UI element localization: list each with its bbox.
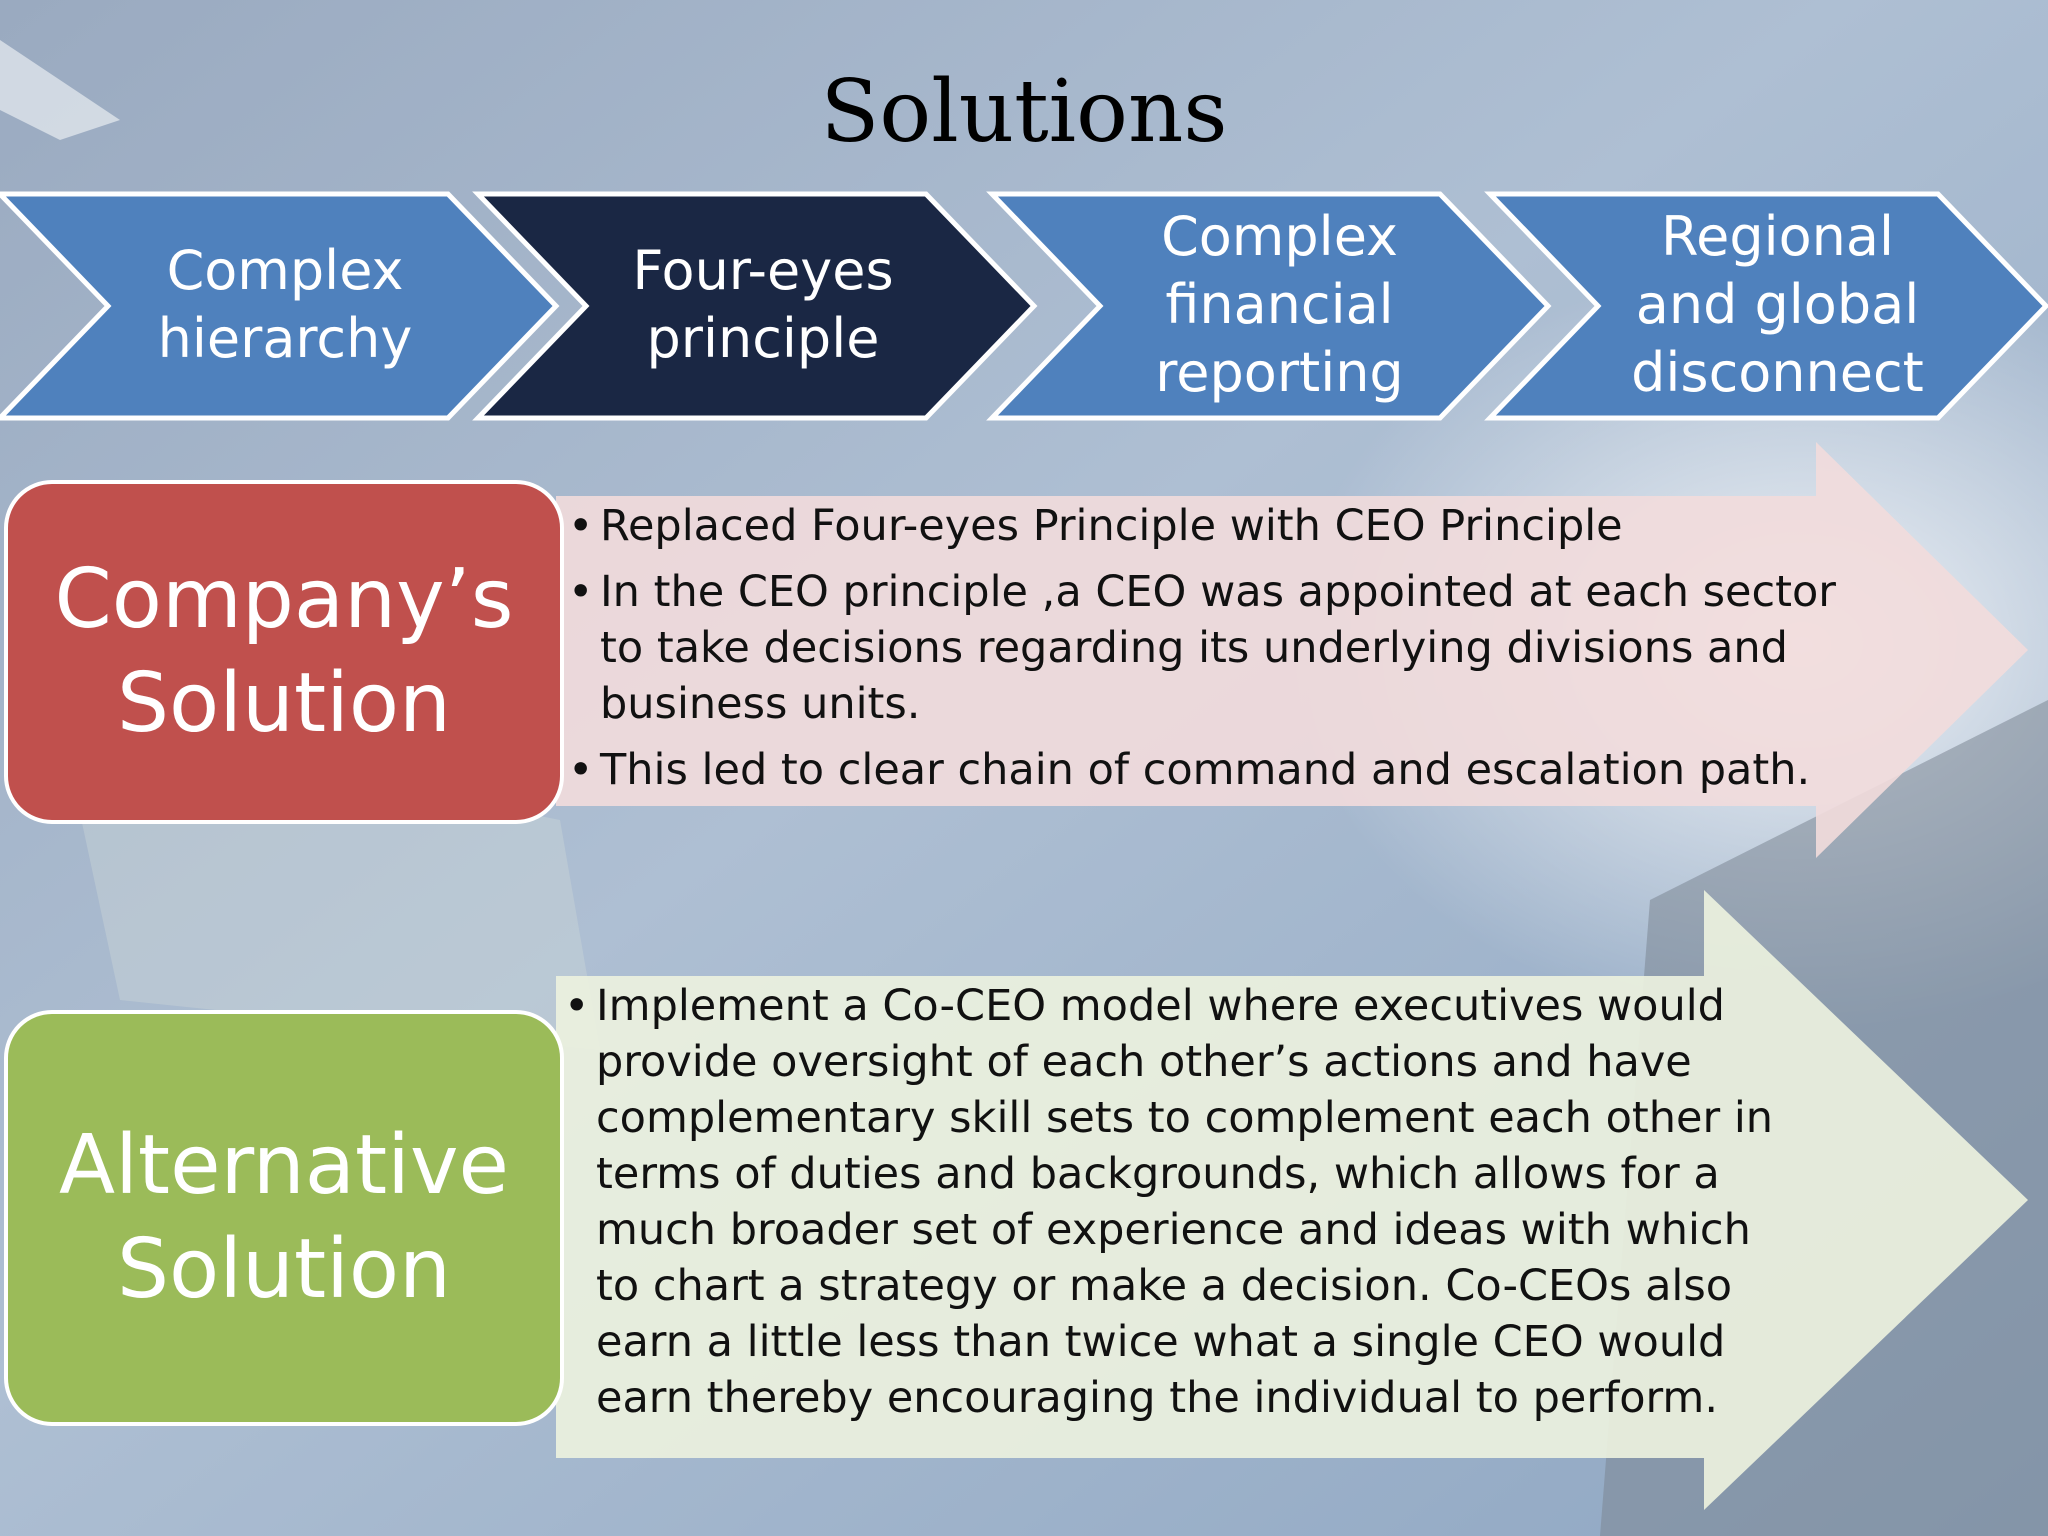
step-label-four-eyes: Four-eyes principle — [632, 239, 894, 370]
chevron-step-2 — [472, 191, 1038, 421]
bullet-item: In the CEO principle ,a CEO was appointe… — [566, 564, 1876, 732]
company-solution-label: Company’s Solution — [4, 480, 564, 824]
alternative-solution-bullets: Implement a Co-CEO model where executive… — [562, 978, 1792, 1436]
bullet-item: This led to clear chain of command and e… — [566, 742, 1876, 798]
company-solution-bullets: Replaced Four-eyes Principle with CEO Pr… — [566, 498, 1876, 808]
step-label-regional-global: Regional and global disconnect — [1631, 205, 1924, 404]
chevron-step-1 — [0, 191, 560, 421]
chevron-step-4 — [1484, 191, 2048, 421]
step-label-financial-reporting: Complex financial reporting — [1155, 205, 1404, 404]
bullet-item: Replaced Four-eyes Principle with CEO Pr… — [566, 498, 1876, 554]
chevron-step-3 — [986, 191, 1552, 421]
slide-title: Solutions — [820, 62, 1228, 162]
alternative-solution-label: Alternative Solution — [4, 1010, 564, 1426]
bullet-item: Implement a Co-CEO model where executive… — [562, 978, 1792, 1426]
step-label-complex-hierarchy: Complex hierarchy — [157, 239, 413, 370]
process-chevrons — [0, 191, 2048, 421]
